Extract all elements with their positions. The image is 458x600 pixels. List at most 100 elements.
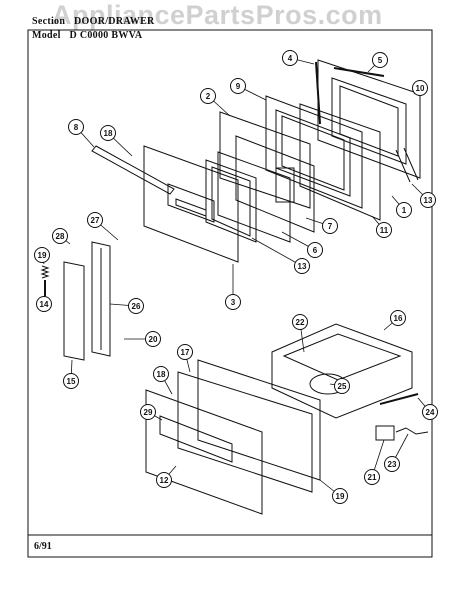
callout-circle xyxy=(36,296,52,312)
callout-20: 20 xyxy=(124,331,161,347)
callout-circle xyxy=(140,404,156,420)
callout-number: 27 xyxy=(91,216,100,225)
drawer-spring xyxy=(395,427,429,435)
callout-12: 12 xyxy=(156,465,177,488)
callout-9: 9 xyxy=(230,78,267,101)
door-window-opening xyxy=(167,183,215,223)
inner-door-liner xyxy=(299,103,381,221)
drawing-frame xyxy=(27,29,433,558)
insulation-panel xyxy=(219,111,311,209)
callout-24: 24 xyxy=(417,397,438,420)
callout-number: 23 xyxy=(388,460,397,469)
callout-number: 4 xyxy=(288,54,293,63)
left-side-trim xyxy=(63,261,85,361)
window-frame xyxy=(265,95,363,209)
callout-1: 1 xyxy=(391,195,412,218)
callout-circle xyxy=(52,228,68,244)
drawer-frame xyxy=(197,359,321,481)
callout-circle xyxy=(156,472,172,488)
callout-19: 19 xyxy=(34,247,50,265)
door-handle xyxy=(91,145,175,195)
callout-4: 4 xyxy=(282,50,315,66)
inner-glass xyxy=(217,151,291,243)
callout-leader xyxy=(251,237,303,267)
top-seal-strip xyxy=(333,67,385,77)
callout-13: 13 xyxy=(411,183,436,208)
callout-number: 1 xyxy=(402,206,407,215)
door-liner-panel xyxy=(235,135,315,233)
callout-circle xyxy=(420,192,436,208)
callout-21: 21 xyxy=(364,439,385,485)
callout-number: 20 xyxy=(149,335,158,344)
drawer-front-panel xyxy=(145,389,263,515)
callout-18: 18 xyxy=(100,125,133,157)
callout-number: 13 xyxy=(298,262,307,271)
callout-circle xyxy=(390,310,406,326)
callout-29: 29 xyxy=(140,404,163,421)
callout-6: 6 xyxy=(281,231,323,258)
callout-number: 28 xyxy=(56,232,65,241)
callout-number: 19 xyxy=(336,492,345,501)
callout-circle xyxy=(145,331,161,347)
callout-8: 8 xyxy=(68,119,95,148)
model-header: Model D C0000 BWVA xyxy=(32,30,142,41)
callout-number: 21 xyxy=(368,473,377,482)
callout-number: 18 xyxy=(157,370,166,379)
callout-3: 3 xyxy=(225,264,241,310)
callout-23: 23 xyxy=(384,433,409,472)
callout-number: 15 xyxy=(67,377,76,386)
drawer-slide-rail xyxy=(379,393,419,405)
callout-number: 13 xyxy=(424,196,433,205)
callout-circle xyxy=(307,242,323,258)
callout-19: 19 xyxy=(319,479,348,504)
callout-circle xyxy=(332,488,348,504)
callout-number: 14 xyxy=(40,300,49,309)
callout-circle xyxy=(63,373,79,389)
callout-circle xyxy=(68,119,84,135)
callout-22: 22 xyxy=(292,314,308,353)
model-label: Model xyxy=(32,30,61,41)
callout-27: 27 xyxy=(87,212,119,241)
callout-circle xyxy=(384,456,400,472)
callout-circle xyxy=(177,344,193,360)
callout-10: 10 xyxy=(412,80,428,96)
outer-door-panel xyxy=(143,145,239,263)
callout-18: 18 xyxy=(153,366,173,395)
callout-17: 17 xyxy=(177,344,193,373)
callout-26: 26 xyxy=(109,298,144,314)
callout-number: 10 xyxy=(416,84,425,93)
callout-number: 25 xyxy=(338,382,347,391)
callout-number: 26 xyxy=(132,302,141,311)
roller-bracket xyxy=(375,425,395,441)
right-side-trim xyxy=(91,241,111,357)
callout-number: 3 xyxy=(231,298,236,307)
callout-circle xyxy=(294,258,310,274)
revision-date: 6/91 xyxy=(34,541,52,552)
callout-circle xyxy=(422,404,438,420)
callout-circle xyxy=(34,247,50,263)
callout-25: 25 xyxy=(329,378,350,394)
hinge-rod xyxy=(315,61,321,125)
callout-number: 22 xyxy=(296,318,305,327)
callout-circle xyxy=(225,294,241,310)
callout-number: 2 xyxy=(206,92,211,101)
callout-5: 5 xyxy=(367,52,388,73)
callout-circle xyxy=(364,469,380,485)
callout-circle xyxy=(322,218,338,234)
callout-number: 18 xyxy=(104,129,113,138)
drawer-box xyxy=(271,323,413,419)
callout-circle xyxy=(282,50,298,66)
callout-circle xyxy=(200,88,216,104)
callout-circle xyxy=(376,222,392,238)
callout-15: 15 xyxy=(63,359,79,389)
callout-circle xyxy=(153,366,169,382)
callout-circle xyxy=(87,212,103,228)
callout-circle xyxy=(334,378,350,394)
callout-number: 29 xyxy=(144,408,153,417)
callout-number: 12 xyxy=(160,476,169,485)
callout-14: 14 xyxy=(36,295,52,312)
section-value: DOOR/DRAWER xyxy=(74,16,155,27)
